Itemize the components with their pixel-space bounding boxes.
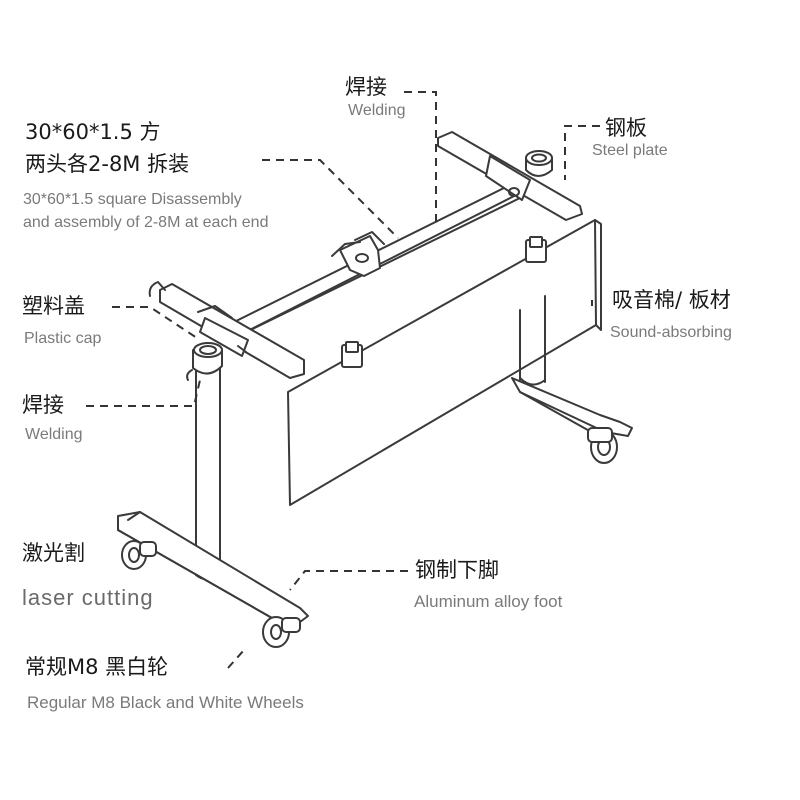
right-wheel — [587, 427, 618, 464]
right-foot — [511, 377, 633, 439]
tube-spec-en-line1: 30*60*1.5 square Disassembly — [23, 191, 242, 208]
leader-plastic-cap — [112, 306, 201, 341]
sound-absorbing-label-en: Sound-absorbing — [610, 324, 732, 341]
tube-spec-en-line2: and assembly of 2-8M at each end — [23, 214, 269, 231]
plastic-cap-label-en: Plastic cap — [24, 330, 102, 347]
laser-cutting-label: 激光割 — [22, 541, 85, 565]
right-column — [519, 295, 546, 386]
tube-spec-line1: 30*60*1.5 方 — [25, 120, 161, 144]
laser-cutting-label-en: laser cutting — [22, 585, 154, 610]
welding-left-label-en: Welding — [25, 426, 83, 443]
welding-top-label: 焊接 — [345, 75, 387, 99]
leader-welding-top — [404, 91, 437, 225]
sound-absorbing-label: 吸音棉/ 板材 — [612, 288, 731, 312]
wheels-label: 常规M8 黑白轮 — [25, 655, 169, 679]
leader-wheels — [227, 649, 245, 669]
welding-left-label: 焊接 — [22, 393, 64, 417]
leader-lines — [86, 91, 600, 669]
steel-plate-label: 钢板 — [605, 116, 647, 140]
leader-tube — [262, 159, 399, 239]
panel-clip-right — [525, 236, 547, 263]
foot-label: 钢制下脚 — [415, 558, 499, 582]
tube-spec-line2: 两头各2-8M 拆装 — [25, 152, 190, 176]
plastic-cap-label: 塑料盖 — [22, 294, 85, 318]
leader-foot — [289, 570, 408, 591]
left-wheels — [121, 540, 301, 648]
leader-welding-left — [86, 379, 201, 407]
welding-top-label-en: Welding — [348, 102, 406, 119]
left-top-bracket — [148, 281, 305, 379]
leader-steel-plate — [564, 125, 600, 180]
wheels-label-en: Regular M8 Black and White Wheels — [27, 693, 304, 712]
steel-plate-label-en: Steel plate — [592, 142, 668, 159]
modesty-panel-edge — [594, 219, 602, 331]
right-top-bracket — [437, 131, 583, 221]
panel-clip-left — [341, 341, 363, 368]
foot-label-en: Aluminum alloy foot — [414, 592, 563, 611]
modesty-panel — [287, 219, 597, 506]
center-clamp — [331, 231, 385, 277]
